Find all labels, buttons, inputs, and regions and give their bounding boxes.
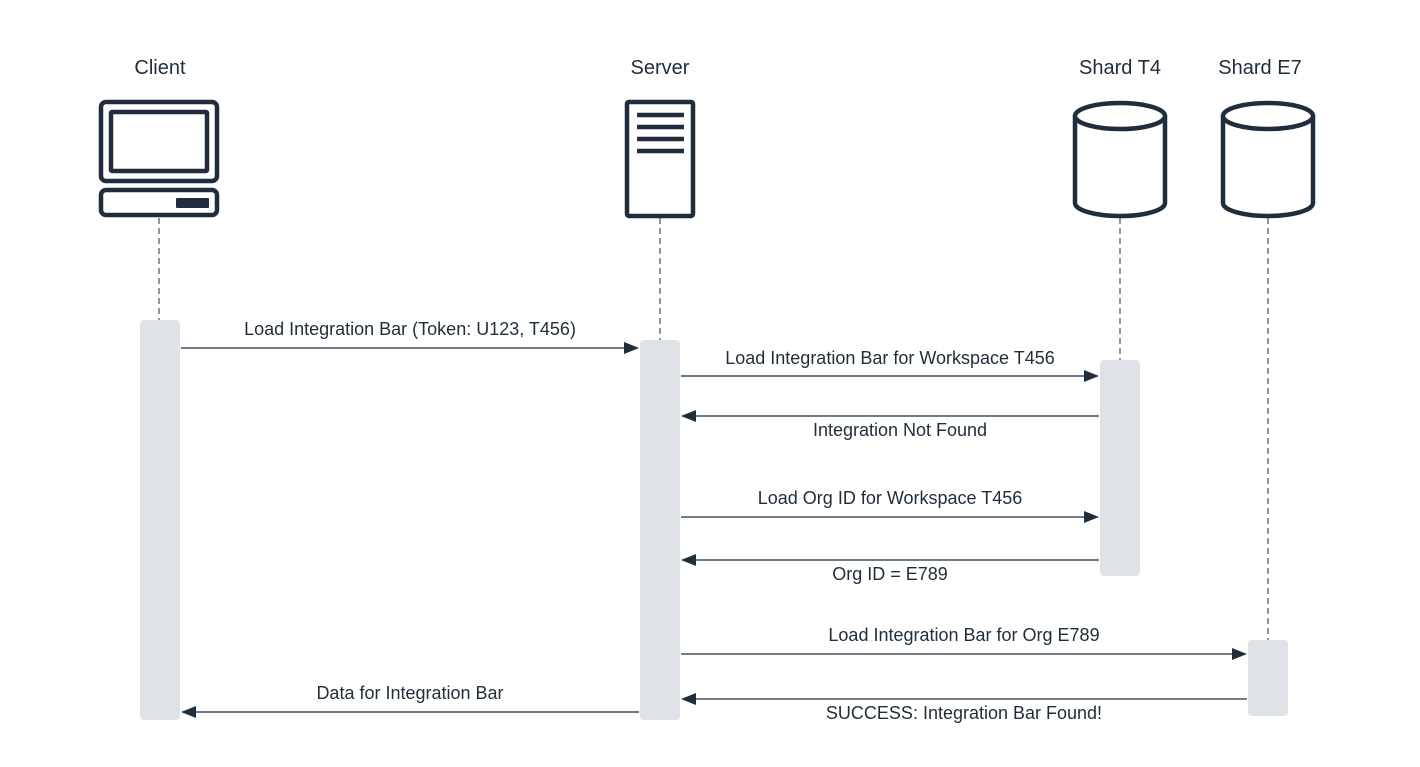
activation-client	[140, 320, 180, 720]
participant-label-shard-t4: Shard T4	[1079, 57, 1161, 79]
message-label: Org ID = E789	[832, 564, 948, 584]
message-arrow	[181, 706, 639, 718]
message-label: Load Org ID for Workspace T456	[758, 488, 1022, 508]
message-arrow	[681, 410, 1099, 422]
message-arrow	[181, 342, 639, 354]
message-label: Data for Integration Bar	[316, 683, 503, 703]
server-icon	[624, 99, 696, 219]
message-label: Load Integration Bar for Org E789	[828, 625, 1099, 645]
database-icon	[1220, 100, 1316, 219]
participant-label-client: Client	[134, 57, 186, 79]
activation-server	[640, 340, 680, 720]
computer-icon	[98, 99, 220, 218]
message-label: Load Integration Bar for Workspace T456	[725, 348, 1055, 368]
database-icon	[1072, 100, 1168, 219]
message-arrow	[681, 648, 1247, 660]
activation-shard-t4	[1100, 360, 1140, 576]
participant-label-shard-e7: Shard E7	[1218, 57, 1301, 79]
message-arrow	[681, 554, 1099, 566]
message-label: Integration Not Found	[813, 420, 987, 440]
participant-label-server: Server	[631, 57, 690, 79]
message-arrow	[681, 693, 1247, 705]
activation-shard-e7	[1248, 640, 1288, 716]
message-label: Load Integration Bar (Token: U123, T456)	[244, 319, 576, 339]
message-arrow	[681, 370, 1099, 382]
message-arrow	[681, 511, 1099, 523]
message-label: SUCCESS: Integration Bar Found!	[826, 703, 1102, 723]
